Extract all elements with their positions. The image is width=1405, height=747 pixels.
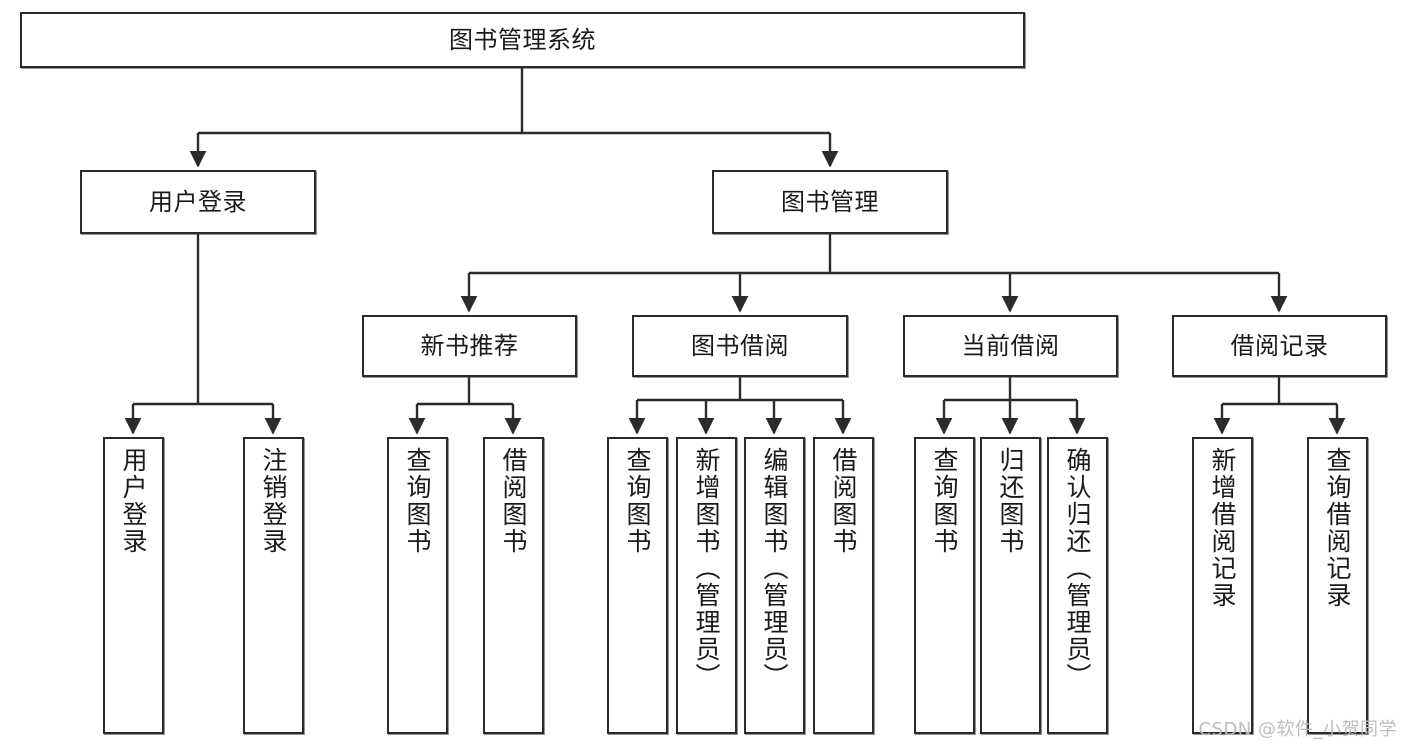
- node-leaf-query-book-c-label: 查询图书: [930, 447, 959, 555]
- node-current-borrow-label: 当前借阅: [961, 331, 1060, 360]
- node-leaf-return-book-label: 归还图书: [996, 447, 1025, 555]
- node-leaf-confirm-return[interactable]: 确认归还（管理员）: [1047, 437, 1108, 734]
- node-leaf-borrow-book-b[interactable]: 借阅图书: [813, 437, 874, 734]
- node-book-manage-label: 图书管理: [781, 187, 879, 216]
- node-borrow-record-label: 借阅记录: [1230, 331, 1329, 360]
- node-leaf-add-book[interactable]: 新增图书（管理员）: [676, 437, 737, 734]
- node-leaf-add-record[interactable]: 新增借阅记录: [1192, 437, 1253, 734]
- node-leaf-edit-book-label: 编辑图书（管理员）: [760, 447, 789, 690]
- node-leaf-logout-label: 注销登录: [259, 447, 288, 555]
- node-leaf-query-record[interactable]: 查询借阅记录: [1307, 437, 1368, 734]
- node-book-manage[interactable]: 图书管理: [712, 170, 948, 234]
- node-root[interactable]: 图书管理系统: [20, 12, 1025, 68]
- node-leaf-query-book-a[interactable]: 查询图书: [387, 437, 448, 734]
- node-leaf-logout[interactable]: 注销登录: [243, 437, 304, 734]
- node-leaf-edit-book[interactable]: 编辑图书（管理员）: [744, 437, 805, 734]
- node-leaf-borrow-book-a[interactable]: 借阅图书: [483, 437, 544, 734]
- node-leaf-confirm-return-label: 确认归还（管理员）: [1063, 447, 1092, 690]
- node-user-login-label: 用户登录: [149, 187, 247, 216]
- node-new-book-rec-label: 新书推荐: [420, 331, 519, 360]
- node-leaf-add-book-label: 新增图书（管理员）: [692, 447, 721, 690]
- node-leaf-query-book-b-label: 查询图书: [623, 447, 652, 555]
- node-leaf-borrow-book-b-label: 借阅图书: [829, 447, 858, 555]
- node-leaf-user-login[interactable]: 用户登录: [103, 437, 164, 734]
- node-book-borrow[interactable]: 图书借阅: [632, 315, 848, 377]
- node-leaf-user-login-label: 用户登录: [119, 447, 148, 555]
- node-leaf-query-record-label: 查询借阅记录: [1323, 447, 1352, 609]
- node-leaf-query-book-b[interactable]: 查询图书: [607, 437, 668, 734]
- watermark-text: CSDN @软件_小贺同学: [1198, 719, 1397, 740]
- node-user-login[interactable]: 用户登录: [80, 170, 316, 234]
- node-book-borrow-label: 图书借阅: [691, 331, 789, 360]
- node-current-borrow[interactable]: 当前借阅: [903, 315, 1118, 377]
- node-leaf-query-book-c[interactable]: 查询图书: [914, 437, 975, 734]
- node-leaf-borrow-book-a-label: 借阅图书: [499, 447, 528, 555]
- node-new-book-rec[interactable]: 新书推荐: [362, 315, 577, 377]
- node-root-label: 图书管理系统: [449, 25, 596, 54]
- node-leaf-return-book[interactable]: 归还图书: [980, 437, 1041, 734]
- node-leaf-query-book-a-label: 查询图书: [403, 447, 432, 555]
- node-borrow-record[interactable]: 借阅记录: [1172, 315, 1387, 377]
- node-leaf-add-record-label: 新增借阅记录: [1208, 447, 1237, 609]
